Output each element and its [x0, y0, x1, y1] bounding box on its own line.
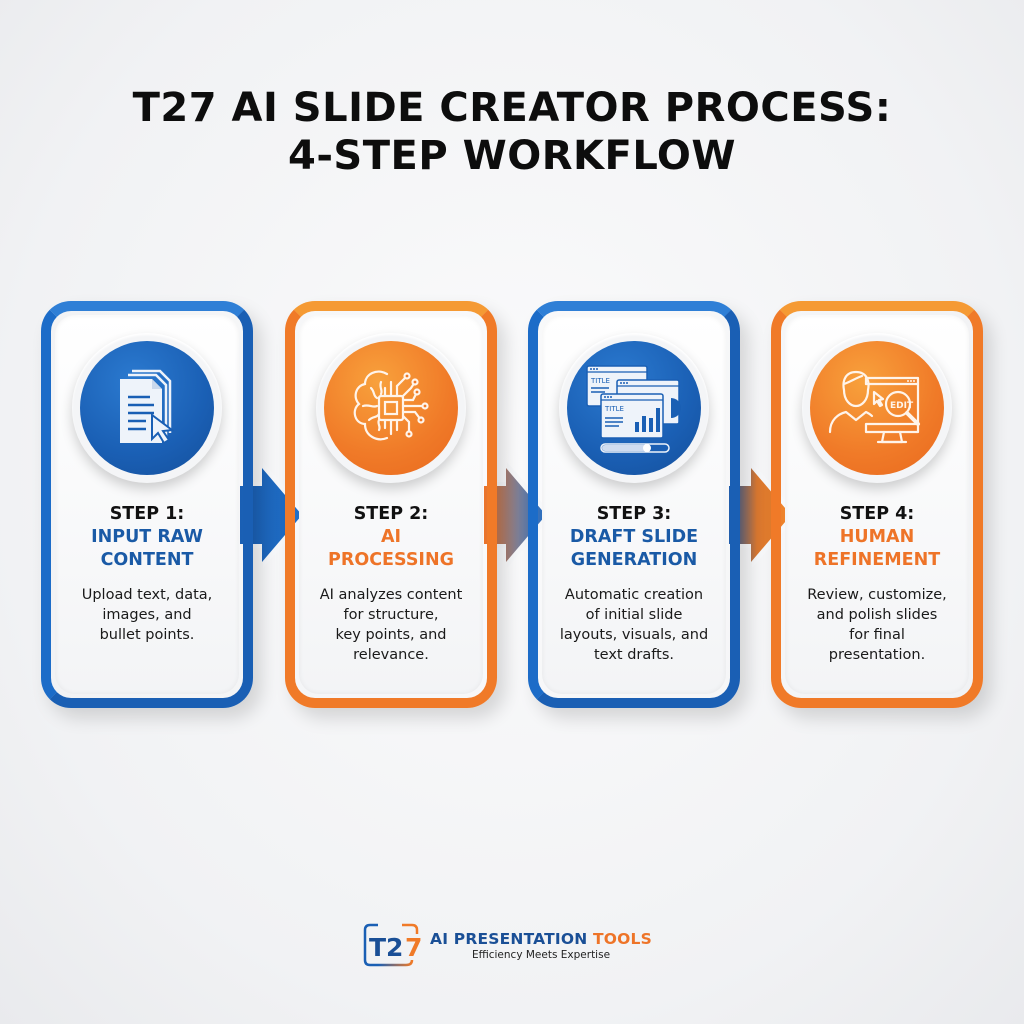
icon-badge: EDIT [802, 333, 952, 483]
page-title: T27 AI SLIDE CREATOR PROCESS: 4-STEP WOR… [0, 84, 1024, 180]
brand-main: AI PRESENTATION [430, 929, 588, 948]
brand-text: AI PRESENTATION TOOLS Efficiency Meets E… [430, 930, 652, 961]
title-line-1: T27 AI SLIDE CREATOR PROCESS: [132, 85, 892, 131]
tagline: Efficiency Meets Expertise [471, 948, 611, 961]
arrow-step2-to-step3 [484, 462, 552, 568]
desc-line: for final [849, 627, 905, 643]
desc-line: text drafts. [594, 647, 674, 663]
step-name-line-1: AI [380, 527, 402, 547]
step-number: STEP 1: [109, 504, 185, 524]
logo-t2: T2 [369, 933, 403, 962]
step-description: Upload text, data, images, and bullet po… [61, 585, 233, 645]
slide-title-text: TITLE [604, 405, 624, 413]
step-number: STEP 2: [353, 504, 429, 524]
desc-line: bullet points. [99, 627, 195, 643]
step-name-line-1: HUMAN [839, 527, 915, 547]
step-heading: STEP 2: AI PROCESSING [295, 503, 487, 572]
step-name-line-1: DRAFT SLIDE [569, 527, 699, 547]
step-name-line-2: PROCESSING [328, 550, 454, 570]
step-card-3: TITLE TITLE STEP 3: DRAFT SLIDE GENERATI… [528, 301, 740, 708]
arrow-step1-to-step2 [240, 462, 308, 568]
brain-chip-icon [324, 341, 458, 475]
icon-badge [316, 333, 466, 483]
desc-line: images, and [102, 607, 192, 623]
desc-line: layouts, visuals, and [559, 627, 709, 643]
step-card-4: EDIT STEP 4: HUMAN REFINEMENT Review, cu… [771, 301, 983, 708]
desc-line: AI analyzes content [319, 587, 463, 603]
step-description: Automatic creation of initial slide layo… [548, 585, 720, 665]
desc-line: presentation. [828, 647, 926, 663]
desc-line: for structure, [343, 607, 439, 623]
edit-text: EDIT [890, 401, 914, 411]
person-edit-monitor-icon: EDIT [810, 341, 944, 475]
step-heading: STEP 1: INPUT RAW CONTENT [51, 503, 243, 572]
slide-windows-icon: TITLE TITLE [567, 341, 701, 475]
desc-line: Review, customize, [807, 587, 947, 603]
logo-7: 7 [405, 933, 422, 962]
arrow-step3-to-step4 [729, 462, 797, 568]
step-name-line-2: REFINEMENT [813, 550, 941, 570]
step-name-line-2: CONTENT [100, 550, 194, 570]
brand-name: AI PRESENTATION TOOLS [430, 930, 652, 948]
desc-line: Automatic creation [564, 587, 704, 603]
step-description: AI analyzes content for structure, key p… [305, 585, 477, 665]
icon-badge: TITLE TITLE [559, 333, 709, 483]
step-card-1: STEP 1: INPUT RAW CONTENT Upload text, d… [41, 301, 253, 708]
title-line-2: 4-STEP WORKFLOW [287, 133, 737, 179]
document-upload-cursor-icon [80, 341, 214, 475]
step-name-line-2: GENERATION [570, 550, 698, 570]
slide-title-text: TITLE [590, 377, 610, 385]
step-name-line-1: INPUT RAW [91, 527, 203, 547]
step-heading: STEP 3: DRAFT SLIDE GENERATION [538, 503, 730, 572]
desc-line: relevance. [353, 647, 429, 663]
step-number: STEP 3: [596, 504, 672, 524]
step-heading: STEP 4: HUMAN REFINEMENT [781, 503, 973, 572]
desc-line: Upload text, data, [81, 587, 213, 603]
step-card-2: STEP 2: AI PROCESSING AI analyzes conten… [285, 301, 497, 708]
step-number: STEP 4: [839, 504, 915, 524]
footer-brand: T2 7 AI PRESENTATION TOOLS Efficiency Me… [362, 920, 652, 970]
desc-line: and polish slides [816, 607, 938, 623]
t27-logo: T2 7 [362, 922, 426, 968]
brand-accent: TOOLS [593, 929, 652, 948]
step-description: Review, customize, and polish slides for… [791, 585, 963, 665]
desc-line: key points, and [335, 627, 447, 643]
icon-badge [72, 333, 222, 483]
desc-line: of initial slide [585, 607, 683, 623]
